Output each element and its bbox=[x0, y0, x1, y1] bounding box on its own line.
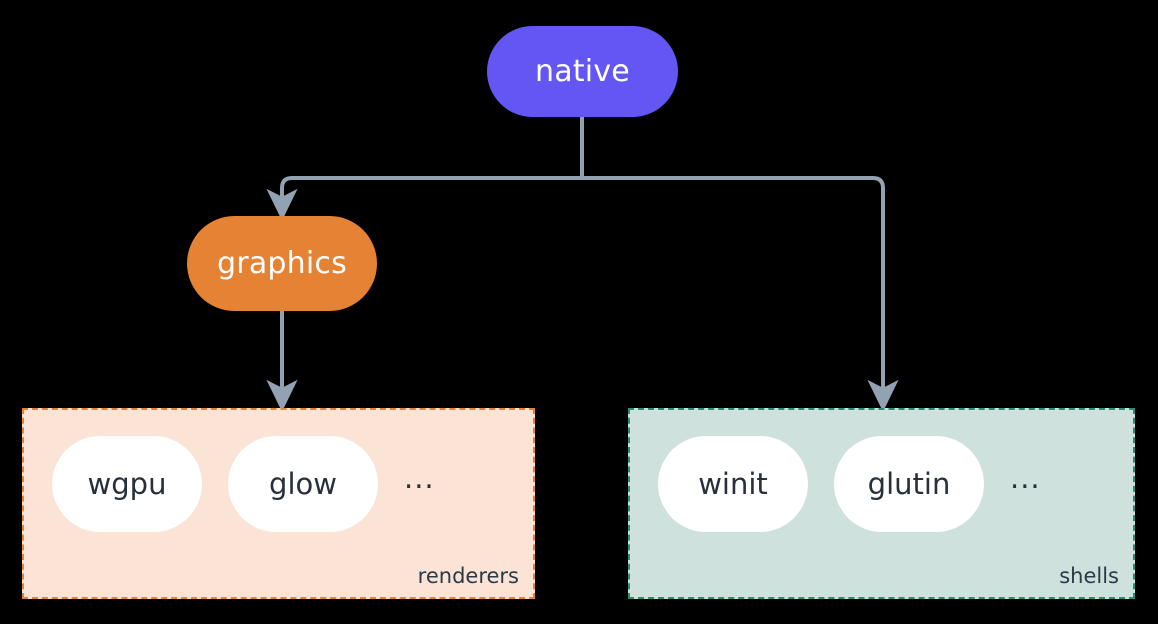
pill-label: glutin bbox=[867, 467, 951, 501]
node-native[interactable]: native bbox=[487, 26, 678, 117]
list-item[interactable]: winit bbox=[658, 436, 808, 532]
edge-native-to-shells bbox=[580, 117, 899, 412]
list-item[interactable]: wgpu bbox=[52, 436, 202, 532]
pill-label: winit bbox=[698, 467, 768, 501]
list-item[interactable]: glutin bbox=[834, 436, 984, 532]
node-graphics[interactable]: graphics bbox=[187, 216, 377, 311]
group-shells-label: shells bbox=[1059, 564, 1119, 588]
group-renderers-label: renderers bbox=[417, 564, 519, 588]
pill-label: wgpu bbox=[87, 467, 167, 501]
renderers-item-row: wgpu glow ... bbox=[52, 436, 435, 532]
pill-label: glow bbox=[269, 467, 337, 501]
shells-item-row: winit glutin ... bbox=[658, 436, 1041, 532]
renderers-ellipsis: ... bbox=[404, 461, 435, 495]
shells-ellipsis: ... bbox=[1010, 461, 1041, 495]
list-item[interactable]: glow bbox=[228, 436, 378, 532]
edge-native-to-graphics bbox=[266, 117, 584, 221]
group-shells: winit glutin ... shells bbox=[628, 408, 1135, 599]
group-renderers: wgpu glow ... renderers bbox=[22, 408, 535, 599]
node-native-label: native bbox=[535, 54, 630, 89]
node-graphics-label: graphics bbox=[217, 246, 347, 281]
